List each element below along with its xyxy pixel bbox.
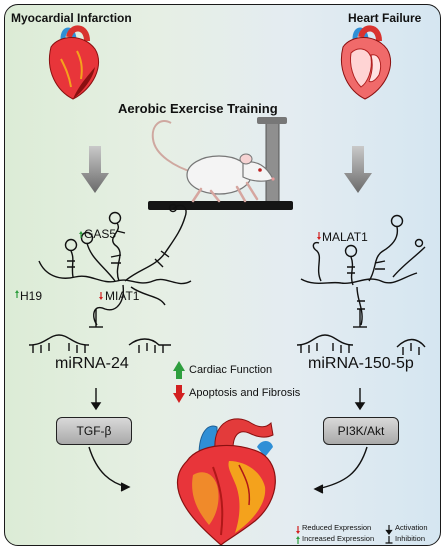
tgf-beta-box: TGF-β — [56, 417, 132, 445]
left-down-arrow-icon — [81, 146, 109, 193]
h19-increased-arrow-icon — [15, 290, 19, 298]
legend-inhibition-icon — [385, 536, 393, 544]
failing-heart-icon — [341, 25, 392, 100]
infarcted-heart-icon — [49, 25, 100, 100]
healthy-heart-icon — [176, 418, 276, 545]
legend-activation-label: Activation — [395, 523, 428, 532]
left-mirna-label: miRNA-24 — [55, 355, 129, 372]
left-curved-arrow — [88, 446, 131, 492]
right-down-arrow-icon — [344, 146, 372, 193]
gas5-increased-arrow-icon — [79, 231, 83, 238]
malat1-reduced-arrow-icon — [317, 232, 321, 240]
gas5-label: GAS5 — [84, 227, 117, 241]
figure-frame: Myocardial Infarction Heart Failure Aero… — [4, 4, 441, 546]
left-condition-title: Myocardial Infarction — [11, 11, 132, 25]
right-condition-title: Heart Failure — [348, 11, 422, 25]
right-mirna-hairpins — [296, 334, 426, 355]
right-activation-arrow — [354, 388, 366, 411]
malat1-label: MALAT1 — [322, 230, 368, 244]
right-inhibition-symbol — [353, 309, 367, 328]
right-lncrna-structure — [300, 214, 426, 326]
legend-reduced-label: Reduced Expression — [302, 523, 372, 532]
right-mirna-label: miRNA-150-5p — [308, 355, 414, 372]
legend-inhibition-label: Inhibition — [395, 534, 426, 543]
cardiac-function-label: Cardiac Function — [189, 364, 273, 376]
miat1-reduced-arrow-icon — [99, 292, 103, 300]
left-activation-arrow — [90, 388, 102, 411]
apoptosis-fibrosis-down-arrow-icon — [173, 385, 185, 403]
legend-reduced-arrow-icon — [296, 526, 300, 534]
left-mirna-hairpins — [28, 334, 171, 353]
apoptosis-fibrosis-label: Apoptosis and Fibrosis — [189, 387, 301, 399]
pi3k-akt-box: PI3K/Akt — [323, 417, 399, 445]
left-inhibition-symbol — [89, 309, 103, 328]
diagram-canvas — [15, 25, 426, 545]
legend-activation-arrow-icon — [385, 525, 393, 536]
right-curved-arrow — [313, 446, 368, 494]
rat-on-treadmill-icon — [148, 117, 293, 210]
h19-label: H19 — [20, 289, 43, 303]
left-lncrna-structure — [38, 203, 192, 326]
miat1-label: MIAT1 — [105, 289, 140, 303]
legend-increased-label: Increased Expression — [302, 534, 375, 543]
cardiac-function-up-arrow-icon — [173, 361, 185, 379]
legend-increased-arrow-icon — [296, 536, 300, 544]
exercise-title: Aerobic Exercise Training — [118, 101, 278, 116]
